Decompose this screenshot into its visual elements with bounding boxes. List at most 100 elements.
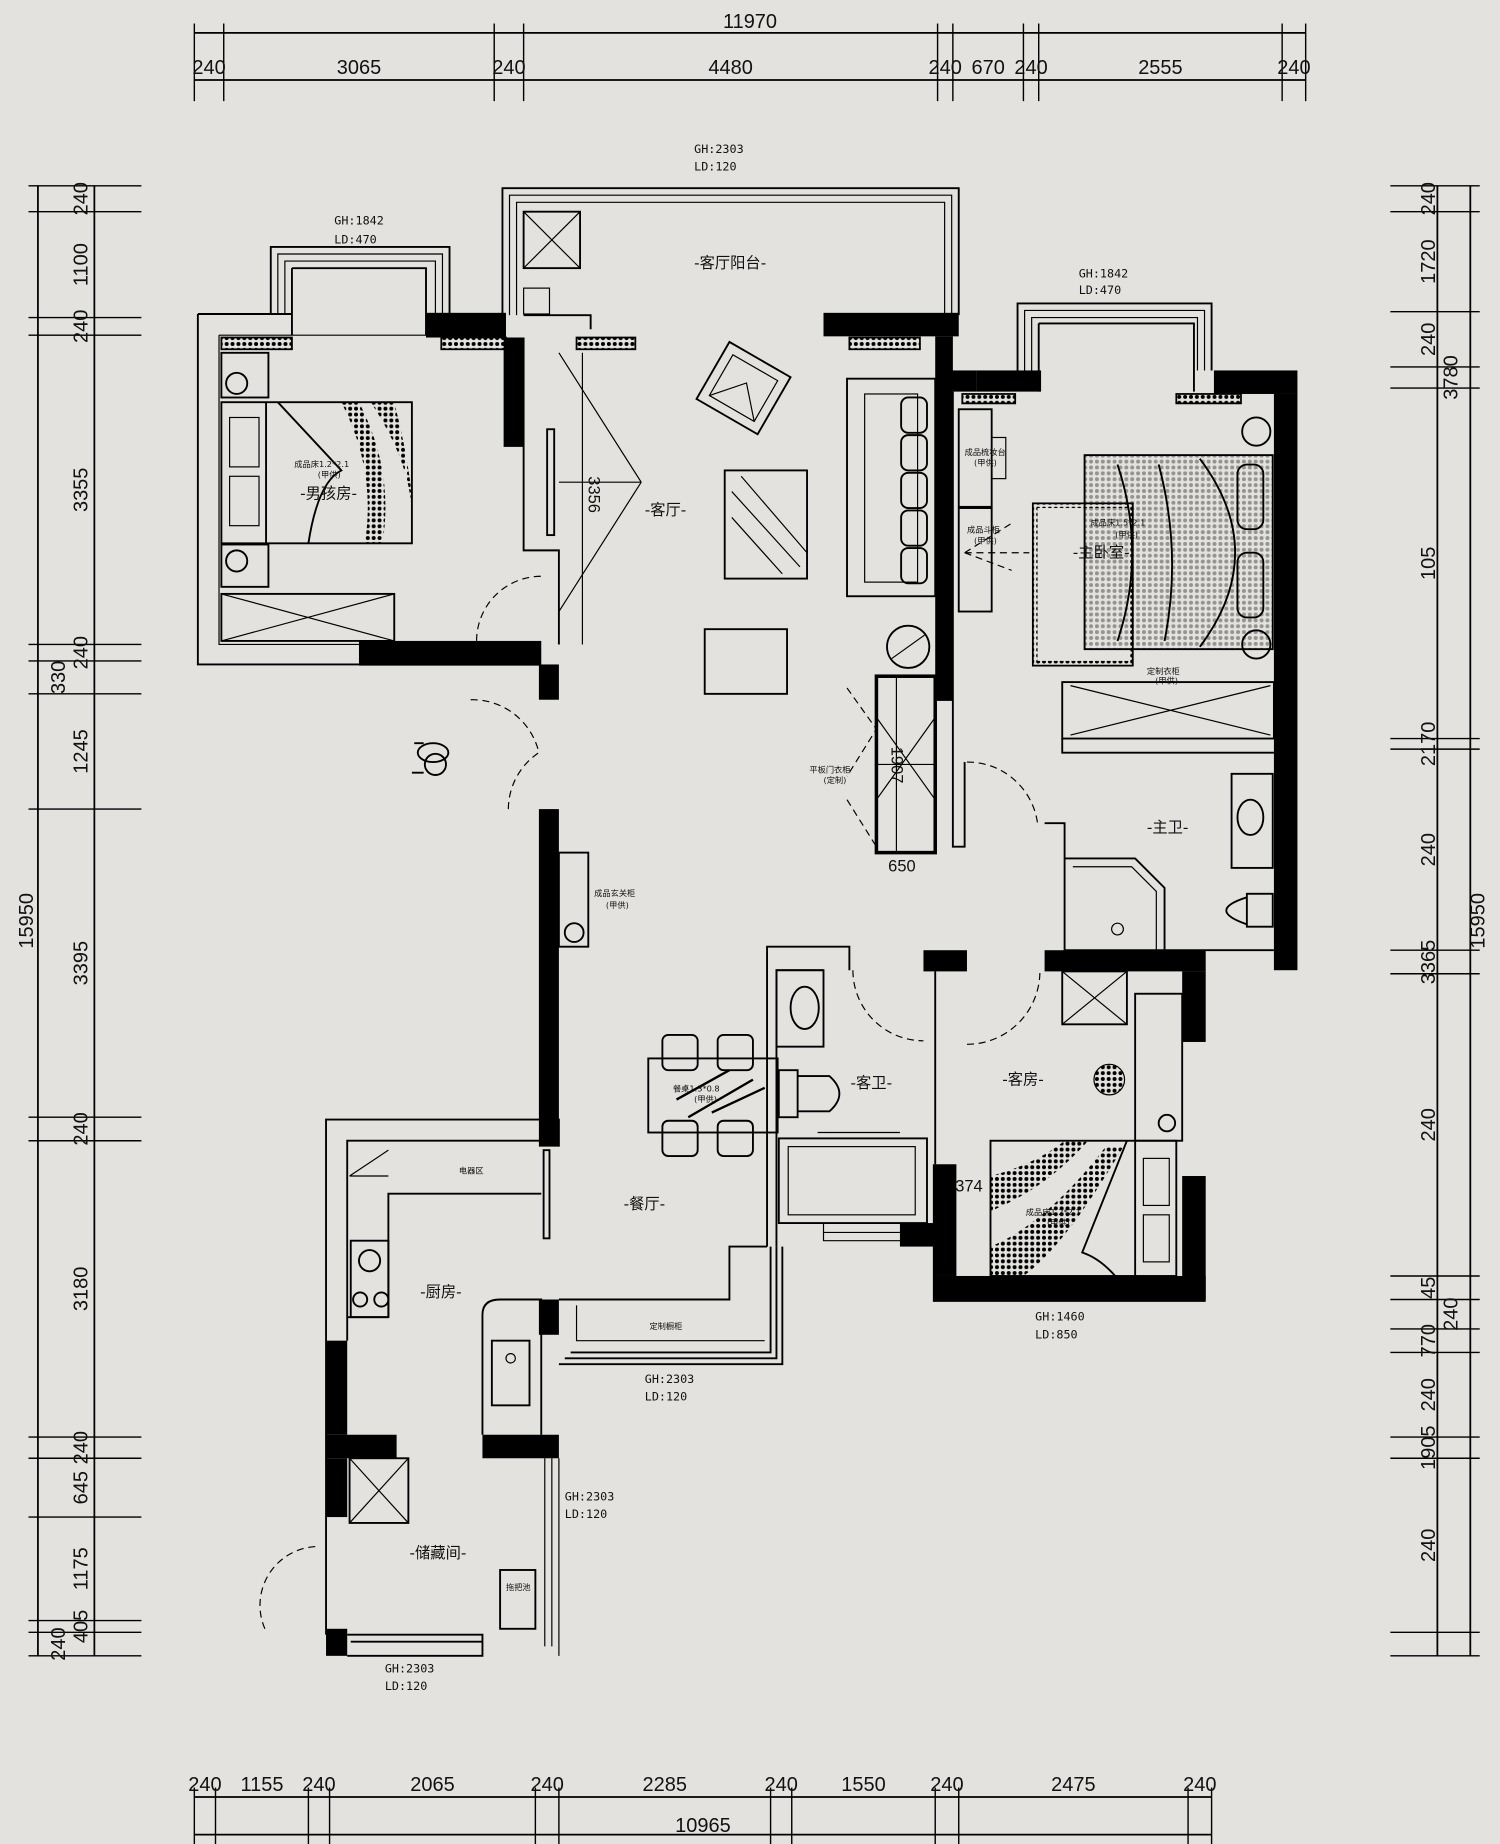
window-gh: GH:2303 [645,1372,695,1386]
wardrobe [220,592,396,642]
dimension-label: 240 [1418,833,1440,866]
desk [1134,992,1184,1142]
armchair [695,340,792,436]
window-gh: GH:1842 [1079,267,1129,281]
master-bath: -主卫- [966,761,1274,952]
storage-room: 拖把池 -储藏间- GH:2303 LD:120 [259,1457,537,1693]
room-label-dining: -餐厅- [624,1195,666,1213]
dim-wardrobe-length: 1907 [888,747,906,784]
dimension-label: 770 [1418,1324,1440,1357]
dimension-label: 1100 [70,243,92,286]
dim-guest-gap: 374 [955,1177,982,1195]
dimension-label: 1245 [70,729,92,773]
room-label-storage: -储藏间- [410,1544,467,1562]
dimension-label: 330 [48,661,70,694]
gas-stove [349,1239,390,1319]
dimension-label: 3065 [337,57,381,79]
window-ld: LD:120 [565,1507,607,1521]
boy-bed-note-sub: (甲供) [318,469,341,479]
living-room: -客厅- -客厅阳台- GH:2303 LD:120 [575,142,959,701]
custom-cabinet-note: 定制橱柜 [649,1321,682,1331]
room-label-guest-bath: -客卫- [851,1074,893,1092]
dining-table-note: 餐桌1.3*0.8 [673,1083,720,1093]
wall-cabinet [1061,970,1128,1026]
room-label-kitchen: -厨房- [420,1283,462,1301]
dimension-label: 240 [70,310,92,343]
nightstand [220,543,270,588]
room-label-boy: -男孩房- [300,485,357,503]
dining-table [647,1033,779,1157]
ottoman [703,628,788,695]
mop-sink [499,1569,537,1630]
dimension-label: 240 [929,57,962,79]
dimension-total: 10965 [675,1815,731,1837]
guest-bed-note-sub: (甲供) [1047,1217,1070,1227]
guest-bath: -客卫- [766,945,936,1247]
window-ld: LD:120 [645,1390,687,1404]
dimension-label: 1550 [841,1774,885,1796]
dimension-total: 11970 [723,11,777,33]
window-ld: LD:120 [694,160,736,174]
dimension-label: 1720 [1418,239,1440,283]
bathtub [777,1137,928,1225]
dim-living-depth: 3356 [584,476,602,513]
window-gh: GH:2303 [385,1661,435,1675]
chest [957,507,993,613]
chest-note-sub: (甲供) [974,535,997,545]
master-wardrobe-note: 定制衣柜 [1147,666,1180,676]
dimension-label: 240 [1277,57,1310,79]
dimension-left: 2401100240335524033012453395240318024064… [16,182,142,1661]
dimension-label: 240 [1418,1108,1440,1141]
room-label-guest-room: -客房- [1002,1070,1044,1088]
room-label-living: -客厅- [645,501,687,519]
flat-wardrobe-note-sub: (定制) [824,775,847,785]
person-icon [411,742,450,776]
shower-tray [522,210,582,270]
window-gh: GH:1842 [334,214,384,228]
dimension-label: 405 [70,1610,92,1643]
window-ld: LD:850 [1035,1327,1077,1341]
dimension-label: 240 [1418,323,1440,356]
dining-table-note-sub: (甲供) [694,1094,717,1104]
dimension-label: 240 [1418,1378,1440,1411]
boy-room: 成品床1.2*2.1 (甲供) -男孩房- GH:1842 LD:470 [196,214,559,700]
dimension-label: 2475 [1051,1774,1095,1796]
sofa [846,377,937,598]
dimension-total: 15950 [1467,893,1489,949]
entry-cabinet-note-sub: (甲供) [606,900,629,910]
chest-note: 成品斗柜 [967,525,1000,535]
flat-wardrobe-note: 平板门衣柜 [809,765,850,775]
bedside-lamp [1241,416,1272,447]
dimension-label: 1905 [1418,1425,1440,1469]
dimension-label: 240 [70,182,92,215]
window-ld: LD:470 [334,232,376,246]
toilet [1225,892,1274,928]
dimension-label: 240 [530,1774,563,1796]
vanity-note-sub: (甲供) [974,458,997,468]
basin [1230,772,1274,869]
kitchen-sink [490,1339,531,1407]
window-ld: LD:120 [385,1679,427,1693]
dimension-label: 1155 [240,1774,283,1796]
dimension-label: 240 [1440,1298,1462,1331]
dimension-label: 2170 [1418,722,1440,766]
dimension-label: 4480 [708,57,752,79]
mop-sink-note: 拖把池 [506,1582,531,1592]
window-gh: GH:2303 [694,142,744,156]
window-ld: LD:470 [1079,283,1121,297]
dimension-label: 105 [1418,547,1440,580]
window-gh: GH:2303 [565,1490,615,1504]
entry-cabinet [557,851,590,948]
master-wardrobe [1061,681,1275,740]
dimension-label: 240 [48,1627,70,1660]
dimension-label: 3780 [1440,355,1462,399]
coffee-table [723,469,808,580]
dim-wardrobe-depth: 650 [888,857,915,875]
vanity-note: 成品梳妆台 [965,447,1006,457]
sink [523,287,551,315]
stool [1093,1063,1126,1096]
basin [775,969,825,1048]
